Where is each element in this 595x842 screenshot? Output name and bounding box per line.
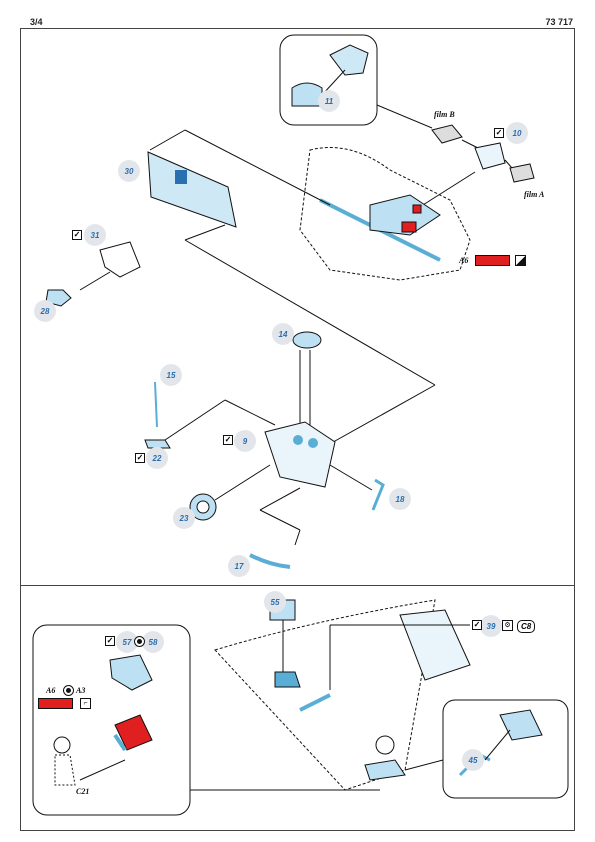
part-number-31: 31	[84, 224, 106, 246]
check-icon: ✓	[72, 230, 82, 240]
part-code-c8: C8	[517, 620, 536, 633]
film-a-piece	[509, 163, 535, 183]
part-30	[147, 151, 237, 228]
part-57-58	[109, 654, 153, 691]
check-icon: ✓	[472, 620, 482, 630]
film-a-label: film A	[524, 190, 545, 199]
part-number-57: 57	[116, 631, 138, 653]
fuselage-top	[299, 147, 471, 281]
paint-icon: ⚙	[502, 620, 513, 631]
red-panel	[401, 221, 417, 233]
part-number-28: 28	[34, 300, 56, 322]
part-11-detail	[329, 44, 369, 76]
set-number: 73 717	[545, 17, 573, 27]
part-number-18: 18	[389, 488, 411, 510]
red-color-swatch	[38, 698, 73, 709]
film-b-label: film B	[434, 110, 455, 119]
part-code-c21: C21	[76, 787, 90, 796]
part-15	[154, 381, 158, 428]
glue-icon	[63, 685, 74, 696]
part-31	[99, 241, 141, 278]
part-17	[249, 553, 291, 569]
panel-blue	[369, 194, 441, 236]
check-icon: ✓	[135, 453, 145, 463]
color-code-a3: A3	[76, 686, 86, 695]
part-18	[371, 478, 385, 511]
part-number-30: 30	[118, 160, 140, 182]
part-9	[264, 421, 336, 488]
part-number-23: 23	[173, 507, 195, 529]
red-part	[114, 714, 153, 751]
color-code-a6-bottom: A6	[46, 686, 56, 695]
part-number-15: 15	[160, 364, 182, 386]
page-number: 3/4	[30, 17, 43, 27]
part-number-58: 58	[142, 631, 164, 653]
part-22	[144, 439, 171, 449]
part-number-14: 14	[272, 323, 294, 345]
check-icon: ✓	[494, 128, 504, 138]
part-number-55: 55	[264, 591, 286, 613]
paint-icon: ⌐	[80, 698, 91, 709]
section-divider	[20, 585, 575, 586]
part-10	[474, 142, 506, 170]
color-code-a6-top: A6	[459, 256, 469, 265]
part-number-39: 39	[480, 615, 502, 637]
film-b-piece	[431, 124, 463, 144]
canopy-frame	[214, 599, 436, 791]
check-icon: ✓	[105, 636, 115, 646]
part-14	[292, 331, 322, 349]
part-number-10: 10	[506, 122, 528, 144]
part-number-22: 22	[146, 447, 168, 469]
page-frame	[20, 28, 575, 831]
half-black-icon	[515, 255, 526, 266]
part-number-17: 17	[228, 555, 250, 577]
part-number-9: 9	[234, 430, 256, 452]
seat-head	[53, 736, 71, 754]
glue-icon	[134, 636, 145, 647]
part-number-11: 11	[318, 90, 340, 112]
inset-box-left	[32, 624, 191, 816]
red-color-swatch	[475, 255, 510, 266]
check-icon: ✓	[223, 435, 233, 445]
part-39-canopy	[399, 609, 471, 681]
part-number-45: 45	[462, 749, 484, 771]
